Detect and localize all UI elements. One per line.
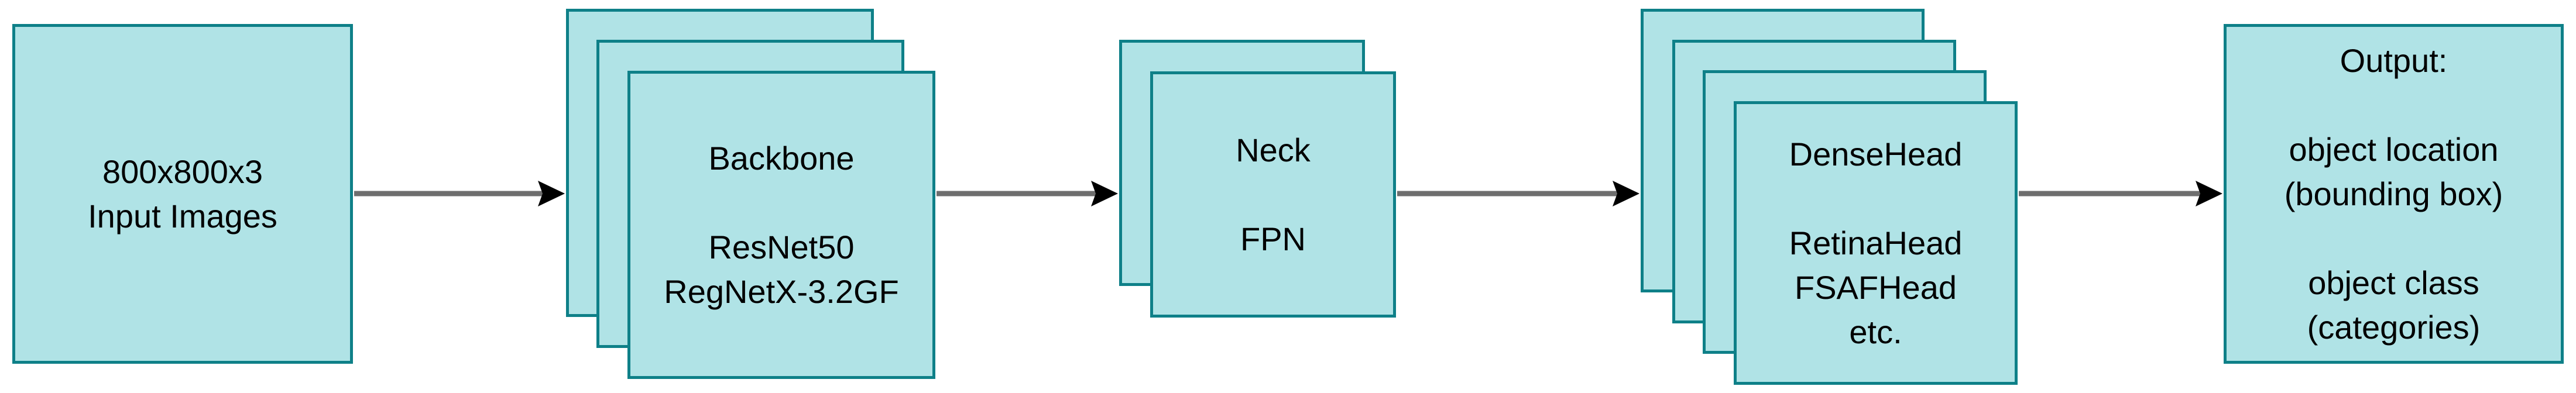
node-backbone: Backbone ResNet50 RegNetX-3.2GF — [627, 71, 935, 379]
arrowhead-icon — [1613, 181, 1639, 206]
arrow-neck-to-densehead — [1397, 181, 1639, 206]
node-output: Output: object location (bounding box) o… — [2224, 24, 2564, 364]
node-densehead-label: DenseHead RetinaHead FSAFHead etc. — [1789, 135, 1963, 350]
arrowhead-icon — [2196, 181, 2222, 206]
arrow-densehead-to-output — [2019, 181, 2222, 206]
arrowhead-icon — [1091, 181, 1118, 206]
node-neck-stack: Neck FPN — [1119, 40, 1397, 318]
node-backbone-label: Backbone ResNet50 RegNetX-3.2GF — [664, 139, 899, 310]
node-output-label: Output: object location (bounding box) o… — [2284, 42, 2503, 346]
node-neck: Neck FPN — [1150, 71, 1396, 318]
arrow-input-to-backbone — [354, 181, 565, 206]
node-densehead-stack: DenseHead RetinaHead FSAFHead etc. — [1641, 9, 2018, 385]
node-backbone-stack: Backbone ResNet50 RegNetX-3.2GF — [566, 9, 936, 379]
arrowhead-icon — [538, 181, 565, 206]
arrow-backbone-to-neck — [937, 181, 1118, 206]
node-densehead: DenseHead RetinaHead FSAFHead etc. — [1734, 101, 2018, 385]
node-input-images: 800x800x3 Input Images — [12, 24, 353, 364]
node-input-images-label: 800x800x3 Input Images — [88, 153, 277, 235]
node-neck-label: Neck FPN — [1236, 131, 1311, 257]
